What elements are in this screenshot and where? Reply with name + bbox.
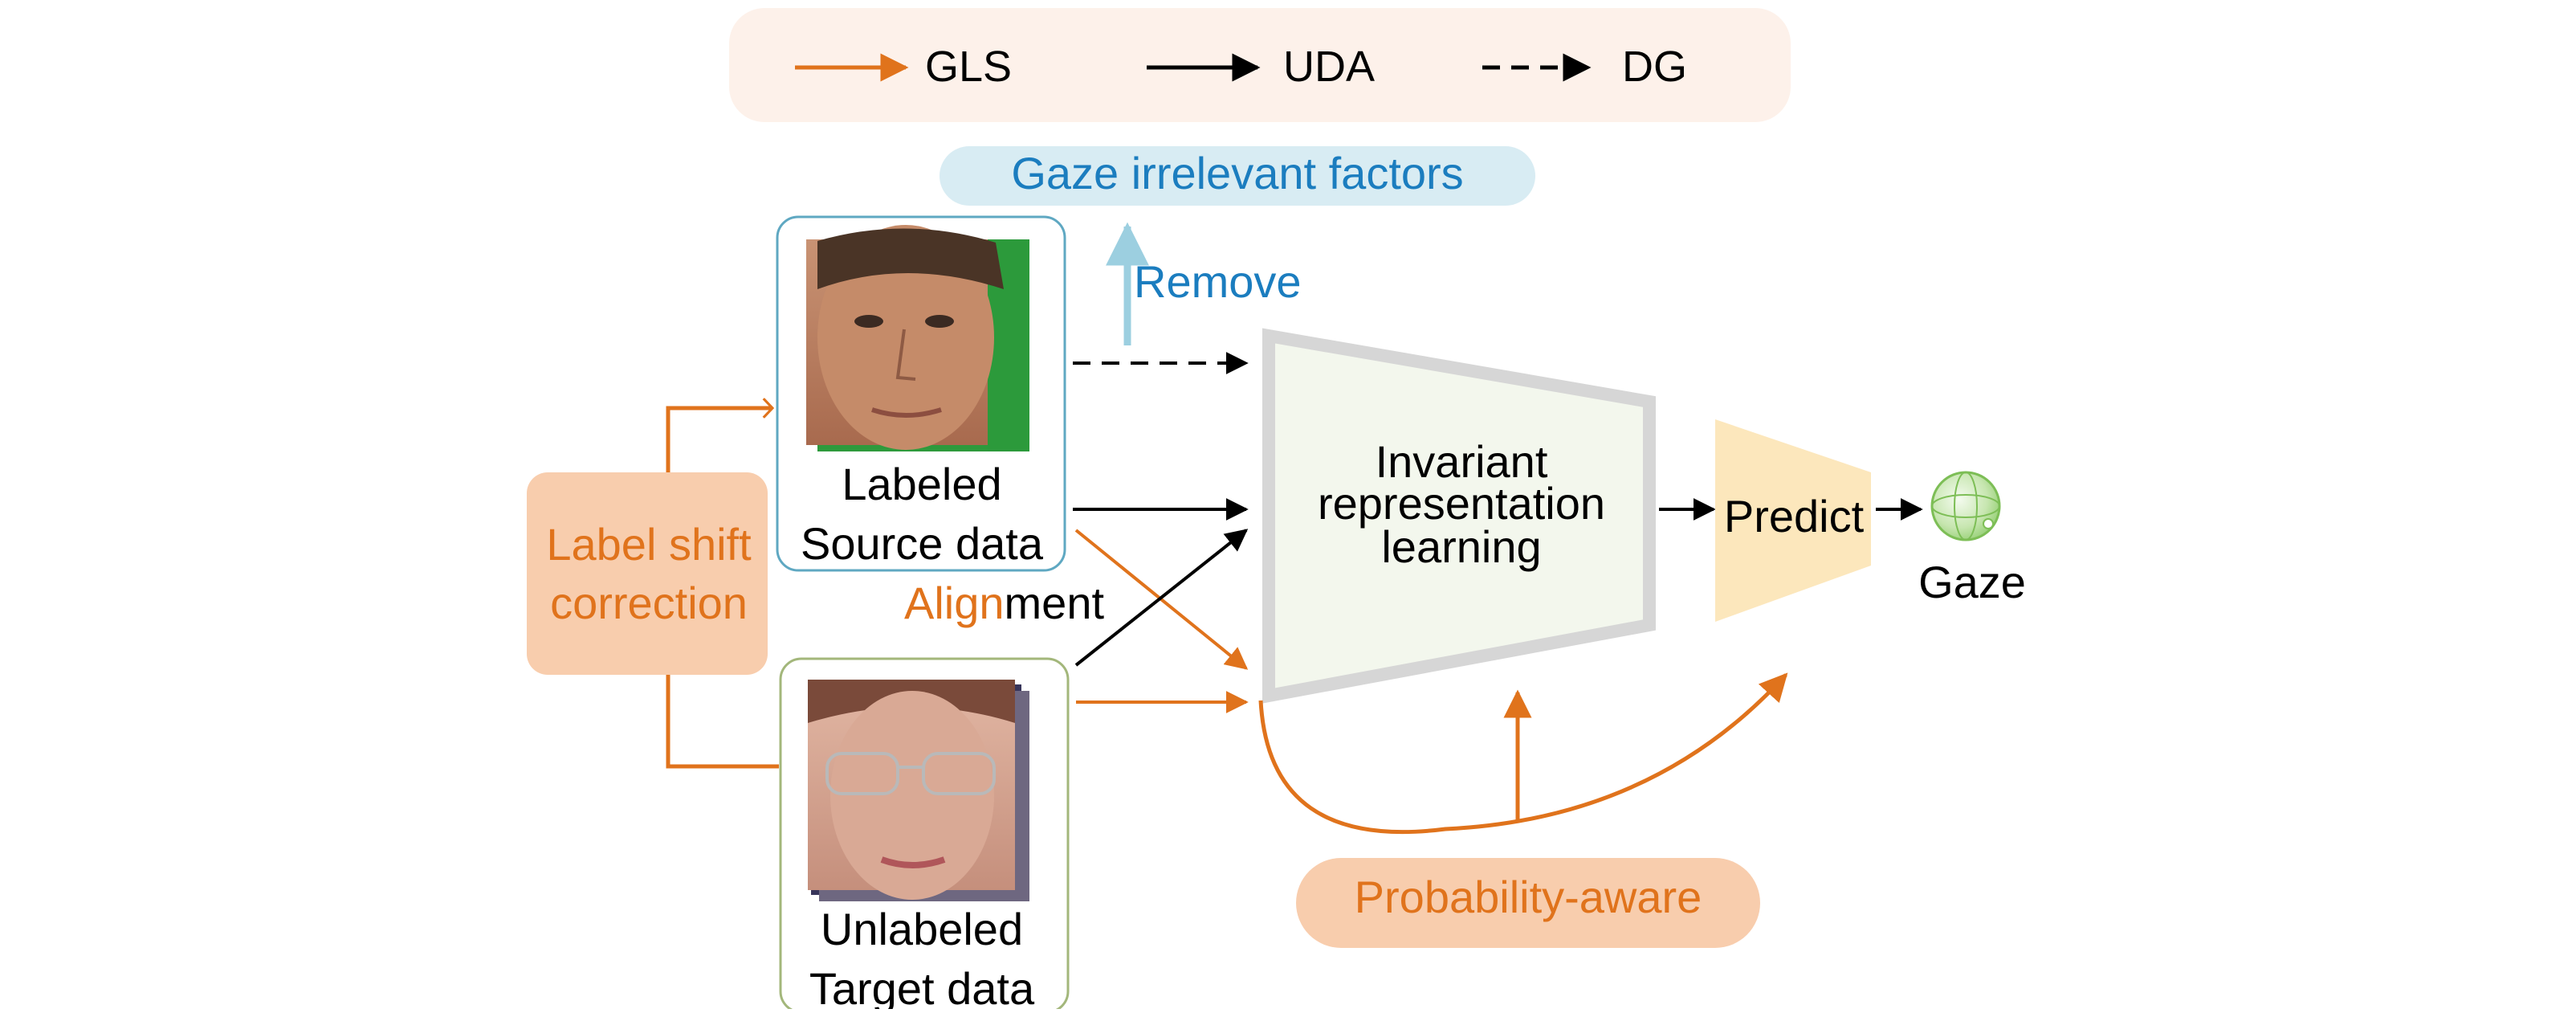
gaze-sphere-icon (1930, 471, 2001, 541)
target-face-image (808, 680, 1029, 901)
source-data-box: Labeled Source data (776, 215, 1066, 572)
legend: GLS UDA DG (729, 8, 1791, 122)
label-shift-box (527, 472, 768, 675)
alignment-label-part1: Align (904, 578, 1005, 628)
target-uda-cross-arrow (1074, 529, 1249, 667)
predict-label: Predict (1724, 491, 1865, 541)
target-label-line1: Unlabeled (821, 904, 1023, 954)
legend-dg-label: DG (1622, 43, 1687, 91)
source-label-line2: Source data (801, 518, 1044, 569)
alignment-label-part2: ment (1005, 578, 1105, 628)
gaze-label: Gaze (1918, 557, 2026, 607)
target-label-line2: Target data (809, 963, 1035, 1009)
alignment-label: Alignment (904, 578, 1104, 628)
source-label-line1: Labeled (842, 459, 1001, 509)
factors-pill (940, 146, 1535, 206)
irl-trapezoid (1262, 328, 1656, 704)
legend-uda-label: UDA (1283, 43, 1375, 91)
probability-aware-pill (1296, 858, 1760, 948)
irl-line2: representation (1318, 478, 1605, 529)
label-shift-to-target-line (666, 675, 779, 769)
label-shift-line2: correction (550, 578, 748, 628)
remove-label: Remove (1134, 256, 1302, 307)
legend-gls-label: GLS (925, 43, 1012, 91)
target-data-box: Unlabeled Target data (779, 657, 1070, 1013)
irl-line1: Invariant (1376, 436, 1548, 487)
source-face-image (806, 225, 1029, 451)
label-shift-line1: Label shift (546, 519, 752, 570)
label-shift-to-source-arrow (666, 408, 772, 472)
probability-aware-curve (1258, 672, 1788, 835)
predict-trapezoid (1715, 419, 1871, 622)
probability-aware-label: Probability-aware (1355, 872, 1702, 922)
factors-label: Gaze irrelevant factors (1011, 148, 1463, 198)
irl-line3: learning (1381, 521, 1541, 572)
